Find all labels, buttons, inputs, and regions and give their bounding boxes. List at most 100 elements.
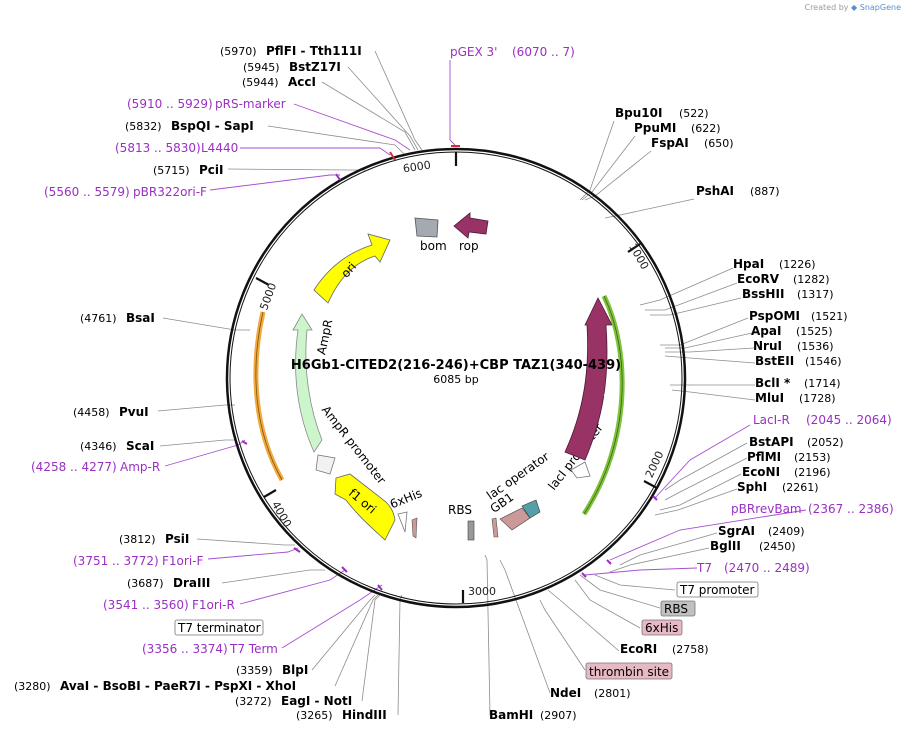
tick-3000: 3000	[468, 585, 496, 598]
site-name: PsiI	[165, 532, 189, 546]
site-name: PflFI - Tth111I	[266, 44, 362, 58]
right-site-labels: Bpu10I (522) PpuMI (622) FspAI (650) Psh…	[489, 106, 848, 722]
tick-6000: 6000	[402, 159, 432, 176]
site-pos: (1282)	[793, 273, 830, 286]
site-name: EcoRV	[737, 272, 780, 286]
primer-range: (2367 .. 2386)	[808, 502, 894, 516]
site-pos: (2409)	[768, 525, 805, 538]
site-pos: (1521)	[811, 310, 848, 323]
site-pos: (5715)	[153, 164, 190, 177]
site-name: BglII	[710, 539, 741, 553]
site-pos: (5970)	[220, 45, 257, 58]
lac-operator-feature[interactable]	[521, 499, 541, 519]
primer-name: pBRrevBam	[731, 502, 802, 516]
primer-range: (4258 .. 4277)	[31, 460, 117, 474]
sixhis-label: 6xHis	[388, 486, 424, 511]
plasmid-length: 6085 bp	[433, 373, 478, 386]
primer-name: T7 Term	[229, 642, 278, 656]
site-name: SgrAI	[718, 524, 755, 538]
site-pos: (1546)	[805, 355, 842, 368]
site-pos: (1536)	[797, 340, 834, 353]
boxed-labels: T7 promoter RBS 6xHis thrombin site T7 t…	[174, 581, 759, 680]
site-name: NruI	[753, 339, 782, 353]
site-pos: (650)	[704, 137, 734, 150]
site-name: FspAI	[651, 136, 689, 150]
site-pos: (1525)	[796, 325, 833, 338]
site-pos: (4761)	[80, 312, 117, 325]
primer-range: (3356 .. 3374)	[142, 642, 228, 656]
site-pos: (2758)	[672, 643, 709, 656]
site-pos: (3265)	[296, 709, 333, 722]
tick-marks	[255, 152, 658, 603]
site-name: PshAI	[696, 184, 734, 198]
ampr-label: AmpR	[314, 318, 335, 356]
primer-name: pRS-marker	[215, 97, 286, 111]
site-name: ScaI	[126, 439, 154, 453]
site-pos: (5832)	[125, 120, 162, 133]
backbone-outer	[225, 147, 687, 609]
site-name: PspOMI	[749, 309, 800, 323]
site-pos: (2801)	[594, 687, 631, 700]
thrombin-box: thrombin site	[589, 665, 669, 679]
site-pos: (2153)	[794, 451, 831, 464]
site-name: EagI - NotI	[281, 694, 352, 708]
rbs-feature[interactable]	[467, 520, 475, 541]
primer-range: (3751 .. 3772)	[73, 554, 159, 568]
t7-terminator-box: T7 terminator	[177, 621, 261, 635]
primer-range: (2470 .. 2489)	[724, 561, 810, 575]
primer-range: (5560 .. 5579)	[44, 185, 130, 199]
ori-feature[interactable]	[313, 233, 391, 304]
site-name: PflMI	[747, 450, 781, 464]
tick-5000: 5000	[257, 281, 279, 312]
f1-ori-feature[interactable]	[334, 473, 396, 541]
site-name: Bpu10I	[615, 106, 662, 120]
site-name: PvuI	[119, 405, 149, 419]
laci-feature[interactable]	[564, 297, 613, 461]
site-pos: (3812)	[119, 533, 156, 546]
site-name: SphI	[737, 480, 767, 494]
site-name: BamHI	[489, 708, 533, 722]
ampr-track-edge	[255, 311, 283, 481]
primer-markers	[241, 173, 658, 591]
left-primer-labels: (5910 .. 5929) pRS-marker (5813 .. 5830)…	[31, 97, 286, 656]
site-pos: (3359)	[236, 664, 273, 677]
site-name: NdeI	[550, 686, 581, 700]
site-name: DraIII	[173, 576, 210, 590]
primer-pgex3-range: (6070 .. 7)	[512, 45, 575, 59]
bom-feature[interactable]	[414, 217, 439, 238]
site-name: BsaI	[126, 311, 155, 325]
site-name: EcoRI	[620, 642, 657, 656]
site-pos: (522)	[679, 107, 709, 120]
site-pos: (2907)	[540, 709, 577, 722]
laci-label: lacI	[602, 376, 619, 399]
sixhis-feature-left[interactable]	[411, 517, 418, 539]
primer-name: T7	[696, 561, 712, 575]
laci-promoter-feature[interactable]	[570, 461, 591, 479]
primer-name: LacI-R	[753, 413, 790, 427]
site-name: HindIII	[342, 708, 387, 722]
laci-track-edge	[583, 295, 623, 515]
primer-pgex3-name: pGEX 3'	[450, 45, 497, 59]
site-name: MluI	[755, 391, 784, 405]
site-pos: (1317)	[797, 288, 834, 301]
t7-terminator-feature[interactable]	[397, 511, 408, 533]
ampr-track	[253, 311, 285, 482]
primer-range: (5813 .. 5830)	[115, 141, 201, 155]
site-pos: (2052)	[807, 436, 844, 449]
site-pos: (3272)	[235, 695, 272, 708]
site-name: BstEII	[755, 354, 794, 368]
site-pos: (4346)	[80, 440, 117, 453]
rop-feature[interactable]	[453, 212, 489, 239]
site-pos: (2261)	[782, 481, 819, 494]
site-pos: (622)	[691, 122, 721, 135]
left-site-labels: (5970) PflFI - Tth111I (5945) BstZ17I (5…	[14, 44, 387, 722]
sixhis-feature-right[interactable]	[491, 517, 499, 538]
watermark: Created by ◆ SnapGene	[804, 3, 901, 12]
site-name: BspQI - SapI	[171, 119, 254, 133]
site-name: EcoNI	[742, 465, 780, 479]
rbs-box: RBS	[664, 602, 688, 616]
ampr-feature[interactable]	[292, 313, 323, 453]
ampr-promoter-feature[interactable]	[315, 454, 336, 475]
site-pos: (3280)	[14, 680, 51, 693]
